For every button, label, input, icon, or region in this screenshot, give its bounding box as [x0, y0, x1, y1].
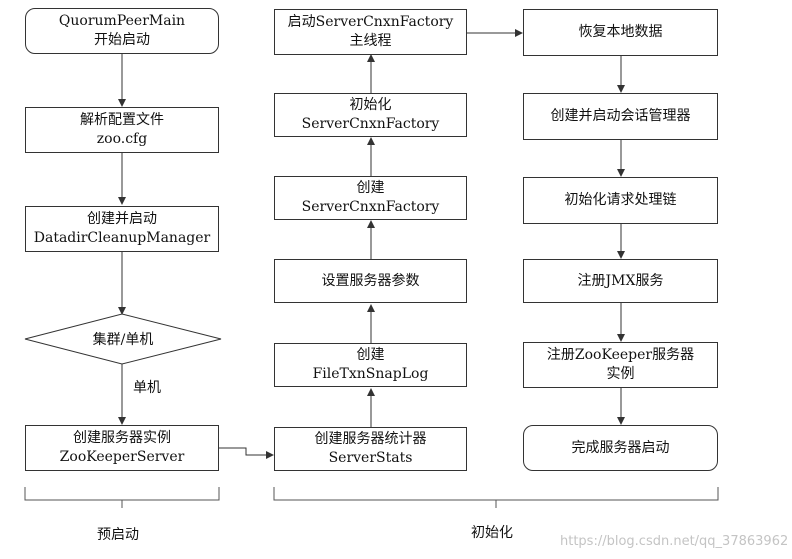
server-stats-line2: ServerStats	[328, 450, 413, 466]
start-thread-line2: 主线程	[349, 33, 392, 49]
complete-line1: 完成服务器启动	[571, 439, 670, 456]
init-factory-line1: 初始化	[349, 97, 392, 113]
start-node-line2: 开始启动	[94, 32, 150, 48]
restore-data-line1: 恢复本地数据	[578, 24, 663, 40]
init-label: 初始化	[471, 525, 513, 541]
session-manager-line1: 创建并启动会话管理器	[550, 108, 691, 124]
request-chain-line1: 初始化请求处理链	[564, 192, 677, 208]
create-server-node: 创建服务器实例 ZooKeeperServer	[25, 425, 219, 471]
cleanup-manager-line2: DatadirCleanupManager	[33, 230, 211, 246]
snaplog-line2: FileTxnSnapLog	[312, 366, 429, 382]
register-jmx-line1: 注册JMX服务	[577, 272, 664, 289]
parse-config-line2: zoo.cfg	[96, 131, 148, 147]
create-factory-line1: 创建	[356, 180, 385, 196]
init-bracket	[273, 487, 719, 501]
parse-config-line1: 解析配置文件	[80, 112, 164, 128]
start-thread-line1: 启动ServerCnxnFactory	[287, 14, 454, 30]
branch-label-standalone: 单机	[133, 380, 161, 396]
server-stats-node: 创建服务器统计器 ServerStats	[274, 427, 467, 471]
start-thread-node: 启动ServerCnxnFactory 主线程	[274, 9, 467, 55]
register-jmx-node: 注册JMX服务	[523, 259, 718, 303]
set-params-node: 设置服务器参数	[274, 259, 467, 303]
request-chain-node: 初始化请求处理链	[523, 177, 718, 224]
init-factory-node: 初始化 ServerCnxnFactory	[274, 93, 467, 137]
restore-data-node: 恢复本地数据	[523, 9, 718, 56]
create-server-line1: 创建服务器实例	[73, 430, 171, 446]
start-node: QuorumPeerMain 开始启动	[25, 8, 219, 54]
arrow-server-to-stats	[219, 447, 274, 459]
init-factory-line2: ServerCnxnFactory	[301, 116, 440, 132]
register-zk-node: 注册ZooKeeper服务器 实例	[523, 342, 718, 388]
snaplog-line1: 创建	[356, 347, 385, 363]
create-factory-node: 创建 ServerCnxnFactory	[274, 176, 467, 220]
decision-diamond	[24, 313, 222, 365]
register-zk-line2: 实例	[606, 366, 635, 382]
create-server-line2: ZooKeeperServer	[59, 449, 185, 465]
watermark: https://blog.csdn.net/qq_37863962	[560, 534, 789, 549]
create-factory-line2: ServerCnxnFactory	[301, 199, 440, 215]
pre-start-label: 预启动	[97, 527, 139, 543]
decision-label: 集群/单机	[92, 332, 154, 348]
session-manager-node: 创建并启动会话管理器	[523, 93, 718, 140]
complete-node: 完成服务器启动	[523, 425, 718, 471]
cleanup-manager-node: 创建并启动 DatadirCleanupManager	[25, 206, 219, 252]
start-node-line1: QuorumPeerMain	[58, 13, 186, 29]
register-zk-line1: 注册ZooKeeper服务器	[546, 347, 695, 363]
snaplog-node: 创建 FileTxnSnapLog	[274, 343, 467, 387]
parse-config-node: 解析配置文件 zoo.cfg	[25, 107, 219, 153]
server-stats-line1: 创建服务器统计器	[314, 431, 427, 447]
pre-start-bracket	[24, 487, 220, 501]
set-params-line1: 设置服务器参数	[321, 272, 420, 289]
cleanup-manager-line1: 创建并启动	[87, 211, 157, 227]
